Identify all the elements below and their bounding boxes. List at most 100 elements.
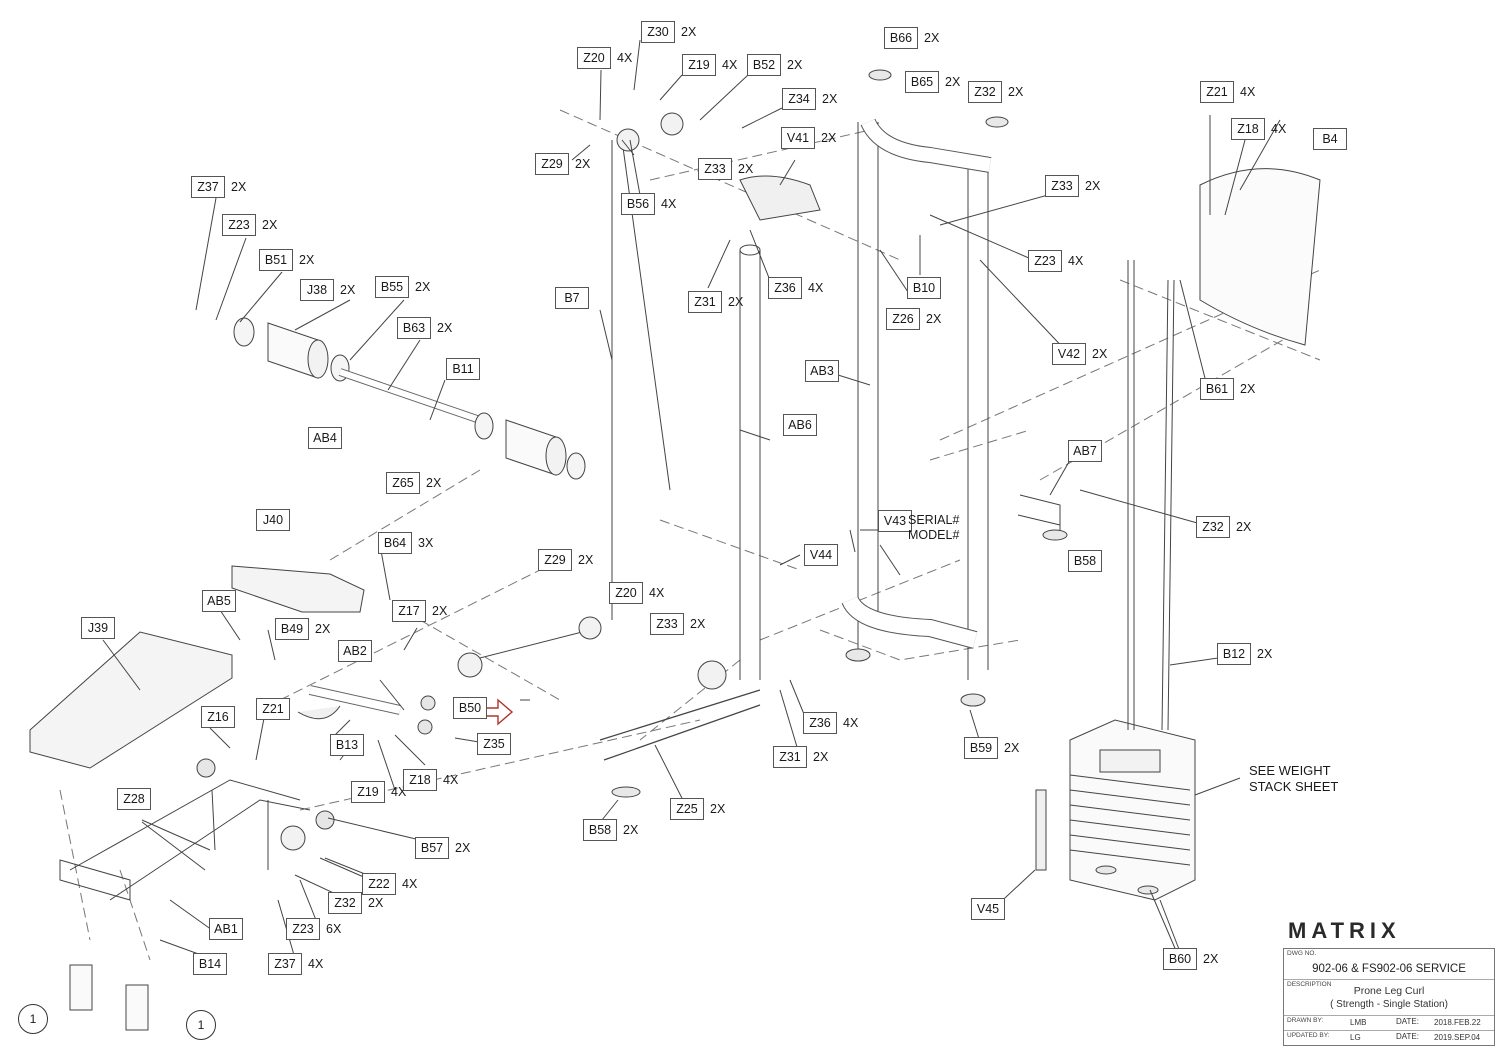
part-code: B10: [907, 277, 941, 299]
part-code: B63: [397, 317, 431, 339]
part-code: Z29: [538, 549, 572, 571]
part-qty: 2X: [1240, 382, 1256, 396]
part-code: V43: [878, 510, 912, 532]
part-qty: 4X: [808, 281, 824, 295]
part-code: Z23: [286, 918, 320, 940]
part-qty: 2X: [822, 92, 838, 106]
part-code: B56: [621, 193, 655, 215]
part-label: B7: [555, 287, 595, 309]
part-qty: 2X: [575, 157, 591, 171]
part-code: Z33: [650, 613, 684, 635]
part-code: Z35: [477, 733, 511, 755]
updated-by-caption: UPDATED BY:: [1287, 1032, 1330, 1039]
updated-by: LG: [1350, 1033, 1361, 1042]
part-label: Z16: [201, 706, 241, 728]
part-code: B52: [747, 54, 781, 76]
part-code: Z20: [577, 47, 611, 69]
part-qty: 4X: [661, 197, 677, 211]
part-qty: 2X: [1085, 179, 1101, 193]
weight-stack-note: SEE WEIGHT STACK SHEET: [1249, 763, 1339, 794]
drawn-by-caption: DRAWN BY:: [1287, 1017, 1324, 1024]
part-qty: 2X: [623, 823, 639, 837]
part-qty: 4X: [843, 716, 859, 730]
part-code: V41: [781, 127, 815, 149]
part-label: B49 2X: [275, 618, 330, 640]
part-code: Z20: [609, 582, 643, 604]
part-qty: 2X: [368, 896, 384, 910]
part-code: Z32: [968, 81, 1002, 103]
part-qty: 6X: [326, 922, 342, 936]
part-code: B50: [453, 697, 487, 719]
part-label: B11: [446, 358, 486, 380]
part-label: V43: [878, 510, 918, 532]
part-label: Z20 4X: [609, 582, 664, 604]
part-qty: 4X: [649, 586, 665, 600]
part-code: AB7: [1068, 440, 1102, 462]
part-qty: 2X: [787, 58, 803, 72]
description-line-1: Prone Leg Curl: [1353, 985, 1425, 997]
part-code: Z19: [682, 54, 716, 76]
part-code: AB2: [338, 640, 372, 662]
part-qty: 2X: [262, 218, 278, 232]
part-code: Z28: [117, 788, 151, 810]
part-label: V45: [971, 898, 1011, 920]
part-qty: 2X: [945, 75, 961, 89]
part-qty: 4X: [1271, 122, 1287, 136]
part-qty: 2X: [710, 802, 726, 816]
part-qty: 2X: [415, 280, 431, 294]
part-code: B55: [375, 276, 409, 298]
part-code: B12: [1217, 643, 1251, 665]
title-block: DWG NO. 902-06 & FS902-06 SERVICE DESCRI…: [1283, 948, 1495, 1046]
part-qty: 2X: [1092, 347, 1108, 361]
part-qty: 2X: [1257, 647, 1273, 661]
part-label: B56 4X: [621, 193, 676, 215]
part-label: B14: [193, 953, 233, 975]
part-label: AB2: [338, 640, 378, 662]
part-code: Z33: [698, 158, 732, 180]
part-code: B4: [1313, 128, 1347, 150]
description-caption: DESCRIPTION: [1287, 981, 1332, 988]
part-code: AB4: [308, 427, 342, 449]
part-code: Z36: [803, 712, 837, 734]
part-label: Z23 6X: [286, 918, 341, 940]
part-qty: 2X: [924, 31, 940, 45]
part-qty: 2X: [1004, 741, 1020, 755]
part-code: B7: [555, 287, 589, 309]
part-qty: 4X: [1240, 85, 1256, 99]
part-qty: 2X: [1203, 952, 1219, 966]
part-code: B49: [275, 618, 309, 640]
part-code: Z31: [688, 291, 722, 313]
part-label: B58: [1068, 550, 1108, 572]
part-code: Z36: [768, 277, 802, 299]
part-code: B65: [905, 71, 939, 93]
part-qty: 2X: [315, 622, 331, 636]
updated-date-caption: DATE:: [1396, 1032, 1419, 1041]
drawn-date: 2018.FEB.22: [1434, 1018, 1481, 1027]
part-qty: 2X: [455, 841, 471, 855]
part-code: AB3: [805, 360, 839, 382]
part-code: J39: [81, 617, 115, 639]
part-code: Z21: [256, 698, 290, 720]
part-code: Z30: [641, 21, 675, 43]
